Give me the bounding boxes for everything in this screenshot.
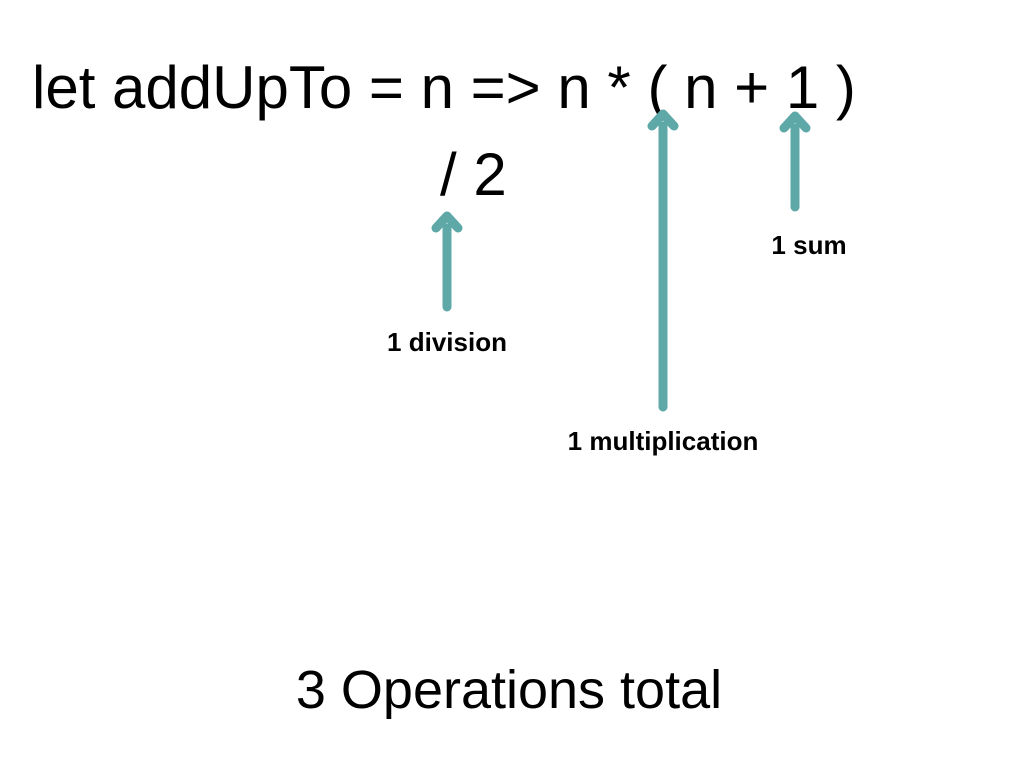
operations-total: 3 Operations total [295,660,723,720]
sum-arrow [779,111,811,212]
division-label: 1 division [387,327,507,357]
multiplication-arrow [647,109,679,412]
code-line-1: let addUpTo = n => n * ( n + 1 ) [32,54,856,121]
division-arrow [431,211,463,312]
sum-label: 1 sum [771,230,847,260]
code-line-2: / 2 [440,141,507,208]
multiplication-label: 1 multiplication [567,426,759,456]
